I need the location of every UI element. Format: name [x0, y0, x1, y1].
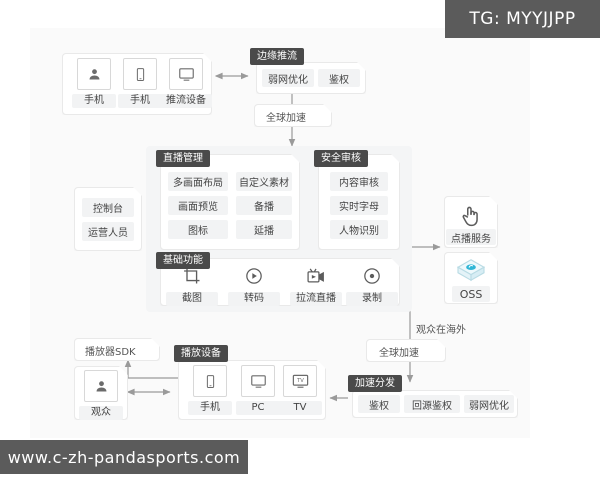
console-item-1[interactable]: 运营人员: [82, 222, 134, 241]
pull-stream-icon: [290, 263, 342, 289]
live-management-item-5[interactable]: 延播: [236, 220, 292, 239]
capture-device-label-2: 推流设备: [160, 94, 212, 108]
svg-text:TV: TV: [296, 378, 304, 384]
player-sdk-label: 播放器SDK: [85, 347, 136, 358]
global-accel-top-label: 全球加速: [266, 113, 306, 124]
mobile-phone-icon: [193, 365, 227, 397]
service-label-0: 点播服务: [446, 229, 496, 245]
player-sdk-box: [74, 338, 160, 361]
storage-cube-icon: [456, 257, 486, 287]
basic-function-label-3: 录制: [346, 292, 398, 306]
basic-function-label-2: 拉流直播: [290, 292, 342, 306]
live-management-title: 直播管理: [156, 150, 210, 167]
basic-function-tile-0[interactable]: 截图: [166, 263, 218, 306]
live-management-item-3[interactable]: 备播: [236, 196, 292, 215]
crop-icon: [166, 263, 218, 289]
audience-label: 观众: [79, 406, 123, 420]
playback-device-tile-0[interactable]: 手机: [188, 365, 232, 415]
playback-devices-title: 播放设备: [174, 345, 228, 362]
edge-push-item-1[interactable]: 鉴权: [318, 69, 360, 87]
capture-device-tile-2[interactable]: 推流设备: [160, 58, 212, 108]
playback-device-label-1: PC: [236, 401, 280, 415]
telegram-watermark: TG: MYYJJPP: [445, 0, 600, 38]
user-avatar-icon: [77, 58, 111, 90]
mobile-phone-icon: [123, 58, 157, 90]
capture-device-tile-0[interactable]: 手机: [72, 58, 116, 108]
monitor-icon: [169, 58, 203, 90]
site-watermark: www.c-zh-pandasports.com: [0, 440, 248, 474]
accel-distribution-item-0[interactable]: 鉴权: [358, 395, 400, 413]
basic-functions-title: 基础功能: [156, 252, 210, 269]
capture-device-label-0: 手机: [72, 94, 116, 108]
basic-function-tile-2[interactable]: 拉流直播: [290, 263, 342, 306]
user-avatar-icon: [84, 370, 118, 402]
accel-distribution-item-1[interactable]: 回源鉴权: [404, 395, 460, 413]
security-audit-item-2[interactable]: 人物识别: [330, 220, 388, 239]
playback-device-label-2: TV: [278, 401, 322, 415]
accel-distribution-title: 加速分发: [348, 375, 402, 392]
live-management-item-0[interactable]: 多画面布局: [168, 172, 228, 191]
monitor-icon: [241, 365, 275, 397]
live-management-item-2[interactable]: 画面预览: [168, 196, 228, 215]
basic-function-label-0: 截图: [166, 292, 218, 306]
tv-icon: TV: [283, 365, 317, 397]
basic-function-tile-3[interactable]: 录制: [346, 263, 398, 306]
security-audit-item-0[interactable]: 内容审核: [330, 172, 388, 191]
playback-device-tile-1[interactable]: PC: [236, 365, 280, 415]
capture-device-tile-1[interactable]: 手机: [118, 58, 162, 108]
playback-device-label-0: 手机: [188, 401, 232, 415]
playback-device-tile-2[interactable]: TV TV: [278, 365, 322, 415]
security-audit-item-1[interactable]: 实时字母: [330, 196, 388, 215]
audience-tile[interactable]: 观众: [79, 370, 123, 420]
live-management-item-4[interactable]: 图标: [168, 220, 228, 239]
accel-distribution-item-2[interactable]: 弱网优化: [464, 395, 514, 413]
capture-device-label-1: 手机: [118, 94, 162, 108]
global-accel-top-box: [254, 104, 332, 127]
service-label-1: OSS: [452, 286, 490, 302]
record-icon: [346, 263, 398, 289]
console-box: [74, 187, 142, 251]
global-accel-bottom-label: 全球加速: [379, 348, 419, 359]
edge-push-title: 边缘推流: [250, 48, 304, 65]
live-management-item-1[interactable]: 自定义素材: [236, 172, 292, 191]
security-audit-title: 安全审核: [314, 150, 368, 167]
overseas-note: 观众在海外: [416, 325, 466, 336]
global-accel-bottom-box: [366, 339, 446, 362]
transcode-icon: [228, 263, 280, 289]
console-item-0[interactable]: 控制台: [82, 198, 134, 217]
basic-function-label-1: 转码: [228, 292, 280, 306]
edge-push-item-0[interactable]: 弱网优化: [262, 69, 314, 87]
basic-function-tile-1[interactable]: 转码: [228, 263, 280, 306]
hand-click-icon: [458, 203, 484, 233]
